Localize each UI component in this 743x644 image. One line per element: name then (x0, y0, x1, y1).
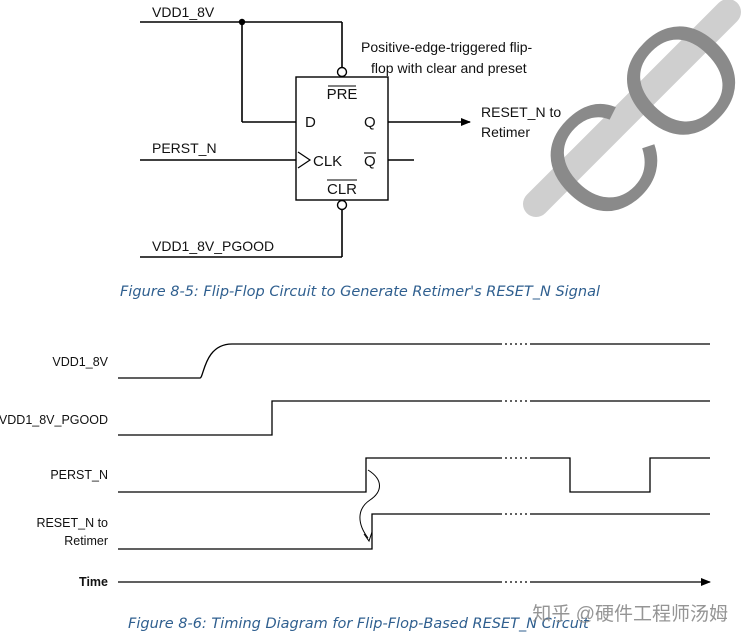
clock-edge-symbol (297, 151, 312, 169)
background-stamp: CO (504, 0, 743, 258)
causality-arrow (359, 469, 380, 539)
pin-d-label: D (305, 114, 316, 131)
flip-flop-note-line2: flop with clear and preset (371, 60, 527, 76)
pin-pre-label: PRE (327, 86, 358, 103)
signal-label-reset-line2: Retimer (64, 534, 108, 548)
perst-label: PERST_N (152, 140, 217, 156)
waveform-vdd (118, 343, 500, 379)
flip-flop-note-line1: Positive-edge-triggered flip- (361, 39, 533, 55)
time-axis-label: Time (79, 575, 108, 589)
output-label-line2: Retimer (481, 124, 530, 140)
signal-label-pgood: VDD1_8V_PGOOD (0, 413, 108, 427)
author-watermark: 知乎 @硬件工程师汤姆 (532, 603, 728, 625)
pre-inversion-bubble (336, 66, 348, 78)
waveform-perst-tail (530, 457, 710, 493)
clr-inversion-bubble (336, 199, 348, 211)
figure-8-5-caption: Figure 8-5: Flip-Flop Circuit to Generat… (120, 284, 600, 300)
stamp-text: CO (504, 0, 743, 258)
output-label-line1: RESET_N to (481, 104, 561, 120)
pin-clk-label: CLK (313, 153, 342, 170)
pin-clr-label: CLR (327, 181, 357, 198)
pgood-label: VDD1_8V_PGOOD (152, 238, 274, 254)
timing-diagram: VDD1_8V VDD1_8V_PGOOD PERST_N RESET_N to… (0, 343, 728, 632)
causality-arrow-head (363, 531, 373, 543)
waveform-perst (118, 457, 500, 493)
signal-label-perst: PERST_N (50, 468, 108, 482)
pin-qbar-label: Q (364, 153, 376, 170)
flip-flop-circuit: VDD1_8V Positive-edge-triggered flip- fl… (120, 4, 600, 300)
figure-8-6-caption: Figure 8-6: Timing Diagram for Flip-Flop… (128, 616, 590, 632)
waveform-pgood (118, 400, 500, 436)
vdd-label: VDD1_8V (152, 4, 215, 20)
signal-label-reset: RESET_N to (36, 516, 108, 530)
signal-label-vdd: VDD1_8V (52, 355, 108, 369)
waveform-reset (118, 513, 500, 550)
pin-q-label: Q (364, 114, 376, 131)
